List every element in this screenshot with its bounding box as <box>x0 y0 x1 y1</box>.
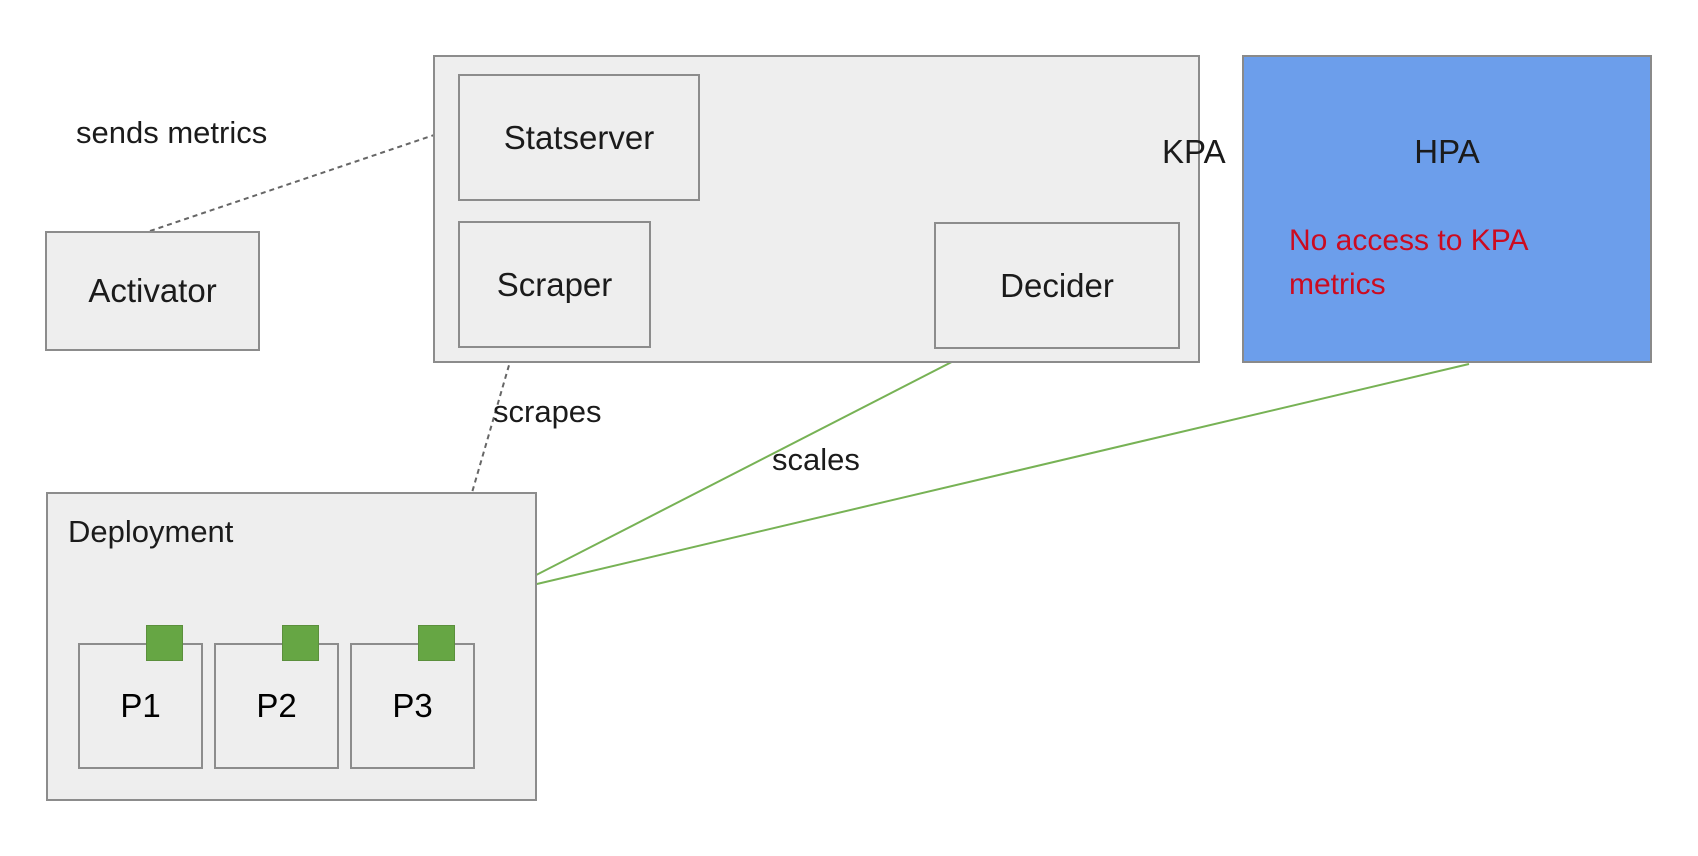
node-statserver[interactable]: Statserver <box>458 74 700 201</box>
node-pod-p1[interactable]: P1 <box>78 643 203 769</box>
node-decider-label: Decider <box>1000 266 1114 304</box>
pod-metrics-marker-icon <box>282 625 319 661</box>
node-activator-label: Activator <box>88 272 217 309</box>
edge-label-scales: scales <box>772 442 860 477</box>
edge-label-scrapes: scrapes <box>493 394 602 429</box>
edge-hpa-to-deployment <box>501 363 1470 596</box>
node-pod-p3[interactable]: P3 <box>350 643 475 769</box>
node-hpa-warning-note: No access to KPA metrics <box>1289 224 1527 301</box>
node-statserver-label: Statserver <box>503 118 655 156</box>
pod-metrics-marker-icon <box>418 625 455 661</box>
edge-decider-to-deployment <box>501 348 978 593</box>
node-kpa-label: KPA <box>1162 133 1226 170</box>
node-scraper[interactable]: Scraper <box>458 221 651 348</box>
node-pod-p1-label: P1 <box>120 687 161 724</box>
node-pod-p3-label: P3 <box>392 687 433 724</box>
pod-metrics-marker-icon <box>146 625 183 661</box>
node-activator[interactable]: Activator <box>45 231 260 351</box>
node-pod-p2-label: P2 <box>256 687 297 724</box>
node-pod-p2[interactable]: P2 <box>214 643 339 769</box>
node-scraper-label: Scraper <box>496 265 613 303</box>
node-hpa[interactable]: HPA No access to KPA metrics <box>1242 55 1652 363</box>
edge-label-sends-metrics: sends metrics <box>76 115 268 150</box>
node-hpa-label: HPA <box>1414 133 1480 170</box>
node-deployment-label: Deployment <box>68 514 234 549</box>
node-decider[interactable]: Decider <box>934 222 1180 349</box>
